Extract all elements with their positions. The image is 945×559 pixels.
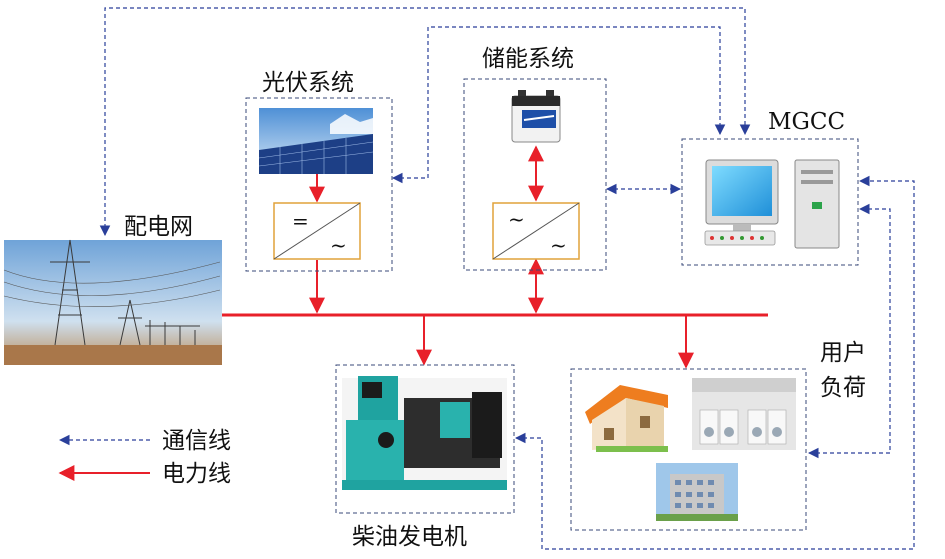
legend-comm-label: 通信线: [162, 428, 231, 454]
mgcc-box: [681, 138, 859, 266]
storage-system-box: [463, 78, 607, 271]
building-photo: [656, 463, 738, 521]
mgcc-label: MGCC: [768, 109, 845, 135]
storage-converter-ac-symbol-top: ~: [508, 207, 525, 231]
pv-converter: = ~: [273, 202, 361, 260]
communication-lines: [99, 7, 915, 550]
battery-photo: [511, 90, 561, 143]
pv-converter-dc-symbol: =: [292, 209, 309, 233]
group-boxes: [245, 78, 859, 531]
diesel-generator-photo: [342, 376, 507, 490]
grid-photo: [3, 239, 222, 365]
storage-converter-ac-symbol-bottom: ~: [550, 233, 567, 257]
load-box: [570, 368, 807, 531]
laundry-room-photo: [692, 378, 796, 450]
house-photo: [582, 378, 674, 456]
pv-system-box: [245, 97, 393, 272]
mgcc-computer: [704, 159, 840, 249]
load-label-line2: 负荷: [820, 375, 866, 401]
comm-line-load-mgcc: [807, 203, 891, 459]
load-label-line1: 用户: [820, 340, 866, 366]
legend: 通信线 电力线: [58, 428, 231, 487]
storage-system-label: 储能系统: [482, 46, 574, 72]
diesel-box: [335, 364, 515, 514]
comm-line-pv-mgcc: [391, 26, 726, 184]
power-lines: [222, 145, 768, 369]
comm-line-grid-mgcc: [99, 7, 751, 237]
legend-power-label: 电力线: [162, 461, 231, 487]
grid-label: 配电网: [124, 214, 193, 240]
pv-converter-ac-symbol: ~: [330, 233, 347, 257]
diesel-generator-label: 柴油发电机: [352, 524, 467, 550]
comm-line-diesel-mgcc: [514, 175, 915, 550]
storage-converter: ~ ~: [492, 202, 580, 260]
pv-panel-photo: [258, 108, 374, 174]
pv-system-label: 光伏系统: [262, 70, 354, 96]
